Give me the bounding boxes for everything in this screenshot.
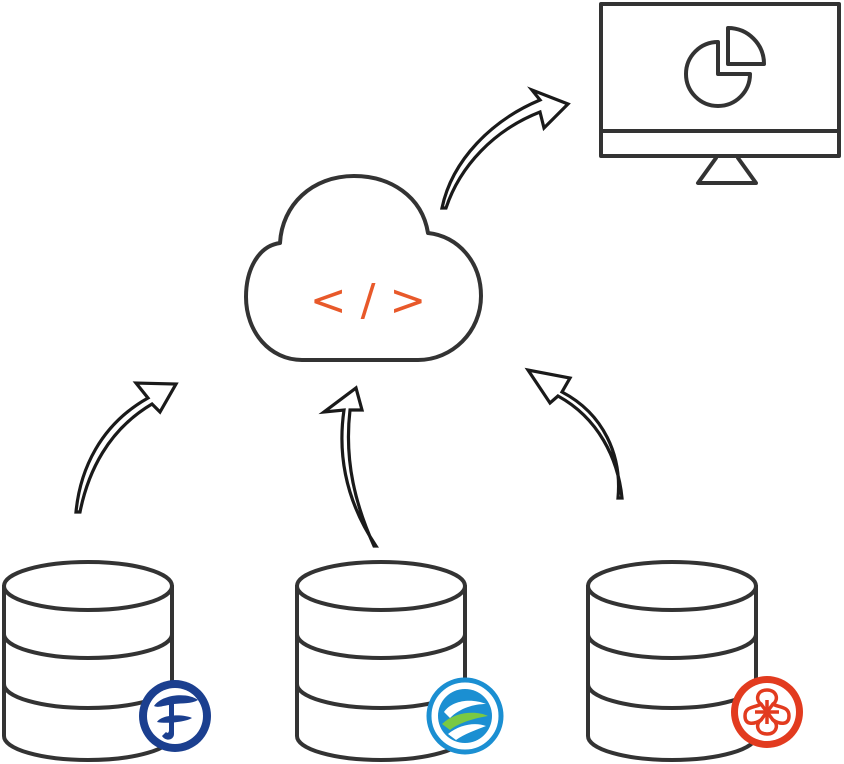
code-symbol-label: < / > <box>310 275 427 326</box>
pie-chart-icon <box>684 26 766 108</box>
database-2 <box>295 560 504 762</box>
code-cloud-icon: < / > <box>244 174 483 362</box>
china-telecom-logo-icon <box>139 680 211 752</box>
database-icon <box>586 560 758 762</box>
arrow-cloud-to-monitor <box>440 86 571 210</box>
monitor-icon <box>599 2 841 185</box>
arrow-db1-to-cloud <box>74 381 179 514</box>
database-3 <box>586 560 803 762</box>
database-1 <box>2 560 211 762</box>
arrow-db3-to-cloud <box>524 367 624 500</box>
china-unicom-logo-icon <box>731 676 803 748</box>
arrow-db2-to-cloud <box>318 385 379 548</box>
china-mobile-logo-icon <box>426 677 504 755</box>
